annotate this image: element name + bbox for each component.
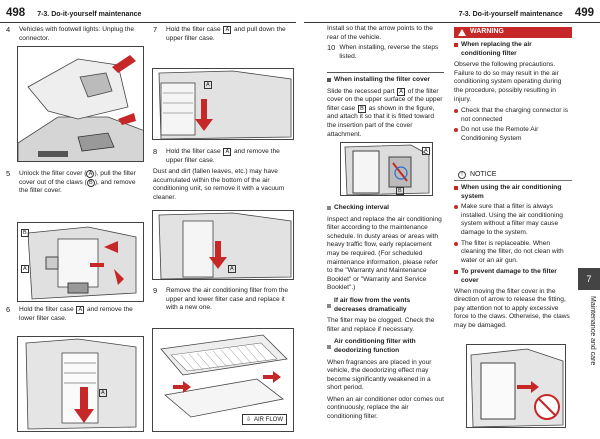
arrow-up-icon: ⇩ [245,417,251,423]
install-note: Install so that the arrow points to the … [327,25,433,41]
air-flow-label: ⇩ AIR FLOW [241,414,287,425]
step-4-text: Vehicles with footwell lights: Unplug th… [19,26,135,42]
step-6-text: Hold the filter case A and remove the lo… [19,306,133,322]
remove-upper-case-illustration: A [152,210,294,280]
chapter-tab: 7 [578,268,600,290]
connector-illustration [17,46,144,162]
label-a-step7: A [204,81,212,89]
upper-filter-case-illustration: A [152,68,294,140]
warning-bullet-1: Check that the charging connector is not… [461,107,569,123]
deodorizing-text-2: When an air conditioner odor comes out c… [327,395,444,421]
section-bullet-icon [454,186,458,190]
section-bullet-icon [327,206,331,211]
filter-cover-illustration: B A [17,222,144,302]
deodorizing-text-1: When fragrances are placed in your vehic… [327,358,432,392]
checking-heading: Checking interval [334,204,389,211]
left-page-header: 498 7-3. Do-it-yourself maintenance [0,0,300,22]
notice-icon: ! [458,171,466,179]
notice-bullet-2: The filter is replaceable. When cleaning… [461,239,564,264]
deodorizing-heading: Air conditioning filter with deodorizing… [334,338,416,354]
step-8: 8 Hold the filter case A and remove the … [153,147,295,203]
step-6: 6 Hold the filter case A and remove the … [6,305,144,323]
section-bullet-icon [327,303,331,308]
right-col1-top: Install so that the arrow points to the … [327,25,444,61]
airflow-text: The filter may be clogged. Check the fil… [327,317,435,333]
checking-text: Inspect and replace the air conditioning… [327,215,442,292]
chapter-tab-label: Maintenance and care [589,296,596,366]
step-10-text: When installing, reverse the steps liste… [339,44,439,60]
notice-bullet-1: Make sure that a filter is always instal… [461,203,563,236]
label-a-lower: A [99,389,107,397]
airflow-heading: If air flow from the vents decreases dra… [334,296,411,313]
section-bullet-icon [327,344,331,349]
filter-cover-caution-illustration [466,344,566,428]
air-filter-illustration: ⇩ AIR FLOW [152,328,294,432]
left-page-number: 498 [6,7,26,19]
notice-text-2: When moving the filter cover in the dire… [454,287,570,329]
notice-heading-2: To prevent damage to the filter cover [461,268,557,284]
bullet-icon [454,128,458,133]
label-b-install: B [396,187,404,195]
warning-heading: When replacing the air conditioning filt… [461,41,532,57]
warning-icon [458,29,466,36]
step-8-text: Hold the filter case A and remove the up… [166,148,280,164]
step-9-text: Remove the air conditioning filter from … [166,287,289,312]
step-8-note: Dust and dirt (fallen leaves, etc.) may … [153,168,285,201]
notice-heading-1: When using the air conditioning system [461,184,562,200]
right-header-rule [304,22,600,23]
lower-filter-case-illustration: A [17,336,144,432]
right-page-number: 499 [574,7,594,19]
section-bullet-icon [454,43,458,47]
bullet-icon [454,205,458,210]
left-section-title: 7-3. Do-it-yourself maintenance [37,11,142,18]
bullet-icon [454,109,458,114]
notice-box: ! NOTICE When using the air conditioning… [454,170,572,334]
right-section-title: 7-3. Do-it-yourself maintenance [458,11,563,18]
warning-text: Observe the following precautions. Failu… [454,61,562,103]
label-b: B [21,229,29,237]
installing-heading: When installing the filter cover [334,76,430,83]
section-bullet-icon [327,78,331,83]
warning-header: WARNING [454,27,572,38]
warning-bullet-2: Do not use the Remote Air Conditioning S… [461,126,539,142]
right-page-header: 7-3. Do-it-yourself maintenance 499 [300,0,600,22]
label-a: A [21,265,29,273]
section-bullet-icon [454,270,458,275]
label-a-install: A [422,147,430,155]
installing-section: When installing the filter cover Slide t… [327,68,444,139]
step-4: 4 Vehicles with footwell lights: Unplug … [6,25,144,43]
warning-box: WARNING When replacing the air condition… [454,27,572,146]
step-9: 9 Remove the air conditioning filter fro… [153,286,295,313]
step-7: 7 Hold the filter case A and pull down t… [153,25,295,43]
installing-text: Slide the recessed part A of the filter … [327,87,443,138]
right-col1-bottom: Checking interval Inspect and replace th… [327,200,444,425]
notice-header: ! NOTICE [454,170,572,181]
bullet-icon [454,241,458,246]
step-5: 5 Unlock the filter cover (A), pull the … [6,169,144,196]
filter-cover-install-illustration: A B [340,142,433,196]
step-5-text: Unlock the filter cover (A), pull the fi… [19,170,136,195]
step-7-text: Hold the filter case A and pull down the… [166,26,286,42]
label-a-step8: A [228,265,236,273]
left-header-rule [0,22,296,23]
